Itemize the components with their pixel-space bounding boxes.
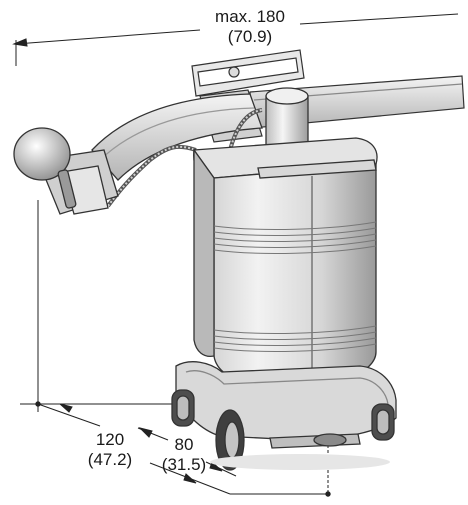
depth-corner-dot xyxy=(35,401,41,407)
wheel-front-right xyxy=(371,403,395,441)
depth-arrow-start xyxy=(59,403,73,413)
base-arrow-start xyxy=(138,427,153,438)
width-label: max. 180 xyxy=(215,7,285,26)
width-dimension-line-right xyxy=(299,13,459,25)
floor-dot xyxy=(325,491,331,497)
width-arrow-left xyxy=(12,38,28,47)
wheel-rear xyxy=(215,409,245,471)
dimension-labels: max. 180 (70.9) 120 (47.2) 80 (31.5) xyxy=(88,7,285,474)
floor-shadow xyxy=(210,454,390,470)
xray-tube-head xyxy=(13,127,119,215)
depth-label: 120 xyxy=(96,430,124,449)
cable xyxy=(106,108,263,208)
base-arrow-end xyxy=(209,461,223,472)
depth-arrow-end xyxy=(183,473,197,484)
foot-pedal xyxy=(269,433,361,449)
base-label-alt: (31.5) xyxy=(162,455,206,474)
width-dimension-line-left xyxy=(15,29,201,45)
depth-label-alt: (47.2) xyxy=(88,450,132,469)
depth-dimension-line xyxy=(37,403,101,427)
cabinet-handle xyxy=(257,159,377,179)
base-label: 80 xyxy=(175,435,194,454)
cabinet xyxy=(193,137,378,385)
wheel-front-left xyxy=(171,389,195,427)
base-chassis xyxy=(171,361,397,471)
cabinet-ribs xyxy=(213,221,377,352)
width-label-alt: (70.9) xyxy=(228,27,272,46)
